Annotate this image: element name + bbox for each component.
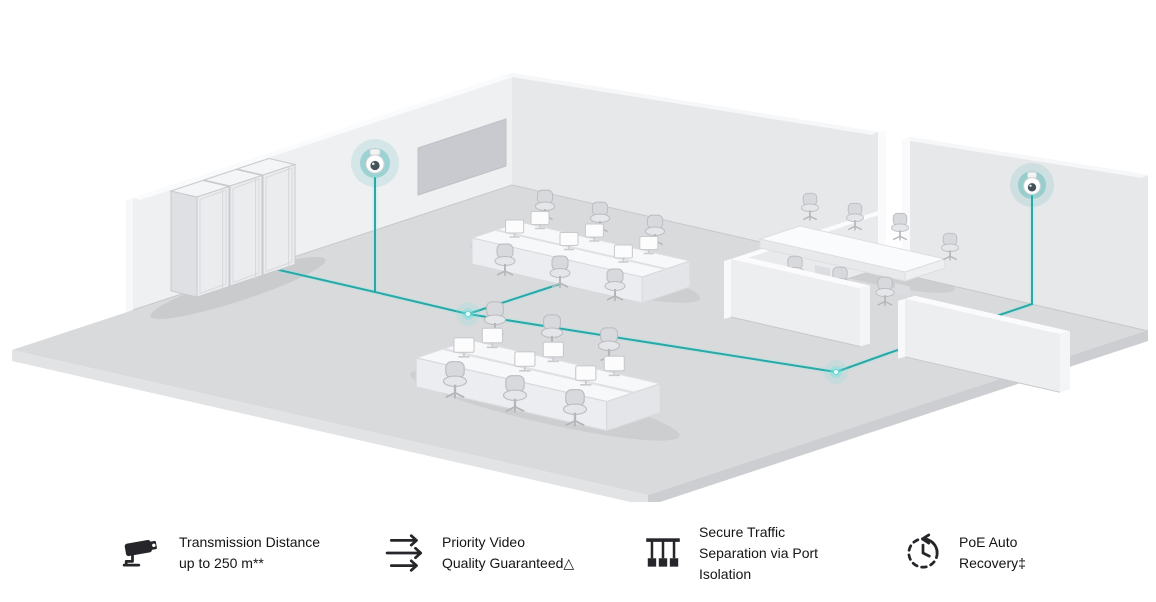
feature-line: Transmission Distance xyxy=(179,534,321,550)
poe-auto-recovery-icon xyxy=(907,533,939,569)
wall-right-a xyxy=(506,73,886,270)
wall-right-b xyxy=(902,137,1149,332)
feature-line: Priority Video xyxy=(442,534,526,550)
glow-node-2 xyxy=(824,360,848,384)
cctv-camera-icon xyxy=(122,539,157,567)
feature-text: Secure Traffic Separation via Port Isola… xyxy=(699,522,818,585)
feature-line: up to 250 m** xyxy=(179,555,264,571)
office-network-scene xyxy=(12,73,1149,502)
feature-line: Recovery‡ xyxy=(959,555,1026,571)
priority-arrows-icon xyxy=(385,534,423,572)
feature-line: Quality Guaranteed△ xyxy=(442,555,575,571)
feature-line: PoE Auto xyxy=(959,534,1018,550)
feature-line: Secure Traffic xyxy=(699,523,786,540)
glow-node-1 xyxy=(456,302,480,326)
feature-line: Separation via Port xyxy=(699,544,819,561)
feature-port-isolation: Secure Traffic Separation via Port Isola… xyxy=(642,522,902,585)
feature-text: Priority Video Quality Guaranteed△ xyxy=(442,532,574,574)
feature-priority-video: Priority Video Quality Guaranteed△ xyxy=(385,532,642,574)
feature-poe-auto-recovery: PoE Auto Recovery‡ xyxy=(902,532,1156,574)
port-isolation-icon xyxy=(646,538,680,567)
feature-text: Transmission Distance up to 250 m** xyxy=(179,532,320,574)
feature-text: PoE Auto Recovery‡ xyxy=(959,532,1026,574)
camera-right xyxy=(1010,163,1054,207)
camera-left xyxy=(351,139,399,187)
meeting-room-front-wall xyxy=(730,256,1070,393)
server-racks xyxy=(169,157,297,298)
feature-strip: Transmission Distance up to 250 m** Prio… xyxy=(0,504,1156,602)
wall-panel-screen xyxy=(417,118,507,196)
feature-line: Isolation xyxy=(699,565,752,582)
feature-transmission-distance: Transmission Distance up to 250 m** xyxy=(122,532,385,574)
meeting-room-table xyxy=(758,192,960,307)
